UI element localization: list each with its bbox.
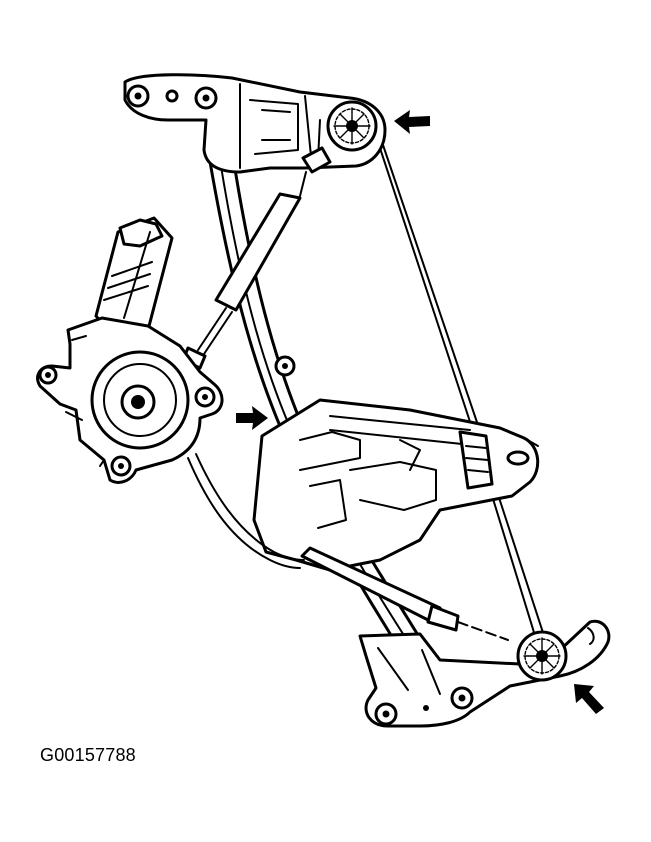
lift-cable [377,141,549,653]
lower-bracket [358,619,611,728]
lower-pulley [516,630,568,682]
window-motor [36,216,224,484]
figure-caption: G00157788 [40,745,136,765]
glass-carrier [252,398,540,572]
cable-conduit-upper [181,146,332,370]
upper-pulley [326,100,378,152]
guide-rail [206,148,426,652]
arrow-upper-pulley [394,110,430,134]
cable-conduit-lower [187,453,509,641]
arrow-guide-rail [236,406,268,430]
arrow-lower-pulley [574,684,604,714]
